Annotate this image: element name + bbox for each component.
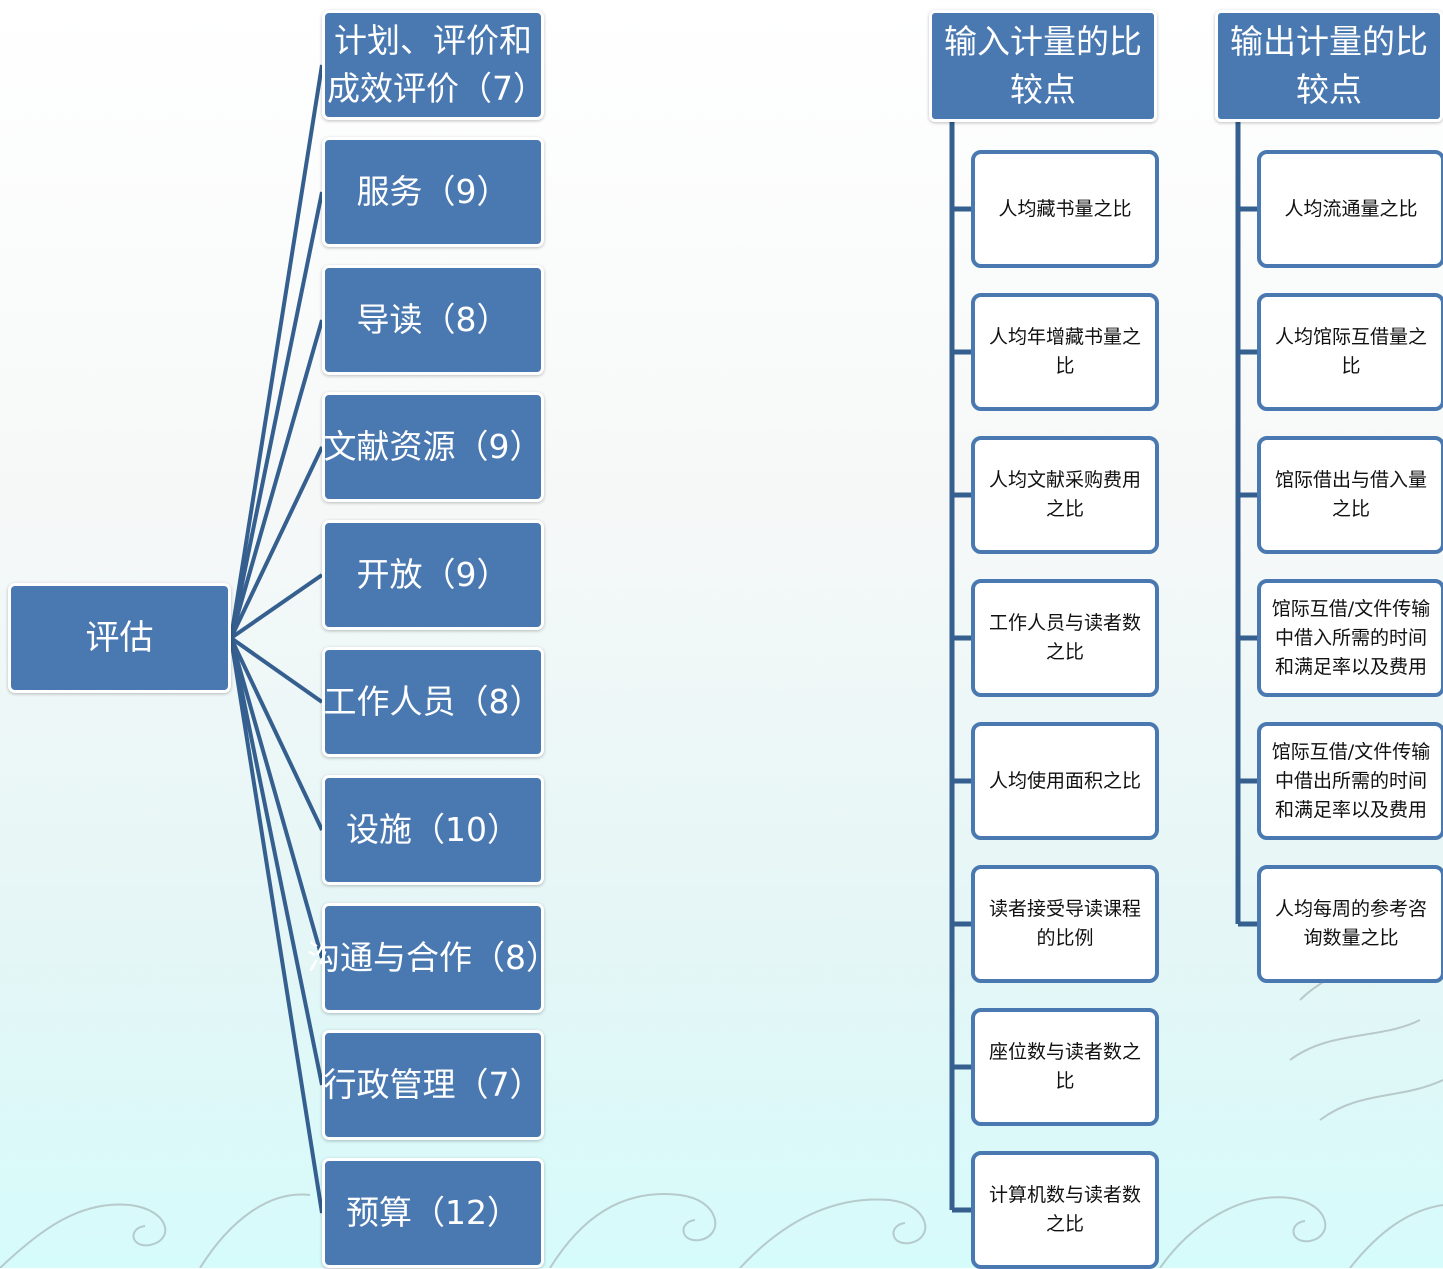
input-item: 人均年增藏书量之比: [971, 293, 1159, 411]
branch-planning-evaluation: 计划、评价和成效评价（7）: [322, 10, 546, 120]
output-item: 人均每周的参考咨询数量之比: [1257, 865, 1443, 983]
branch-administration: 行政管理（7）: [322, 1030, 544, 1140]
branch-label: 预算（12）: [346, 1193, 520, 1232]
branch-label: 服务（9）: [356, 172, 510, 211]
root-branch-connector: [229, 637, 324, 1086]
input-item: 计算机数与读者数之比: [971, 1151, 1159, 1269]
branch-literature-resources: 文献资源（9）: [322, 392, 544, 502]
branch-label: 行政管理（7）: [323, 1065, 543, 1104]
branch-label: 开放（9）: [356, 555, 510, 594]
branch-staff: 工作人员（8）: [322, 647, 544, 757]
input-comparison-title: 输入计量的比较点: [944, 22, 1142, 109]
root-node-evaluation: 评估: [8, 583, 231, 693]
branch-facilities: 设施（10）: [322, 775, 544, 885]
output-item: 馆际借出与借入量之比: [1257, 436, 1443, 554]
root-branch-connector: [229, 573, 324, 640]
output-item: 人均流通量之比: [1257, 150, 1443, 268]
branch-opening: 开放（9）: [322, 520, 544, 630]
branch-label: 计划、评价和成效评价（7）: [327, 21, 546, 108]
branch-budget: 预算（12）: [322, 1158, 544, 1268]
output-comparison-title: 输出计量的比较点: [1230, 22, 1428, 109]
output-item: 人均馆际互借量之比: [1257, 293, 1443, 411]
input-item: 人均藏书量之比: [971, 150, 1159, 268]
output-item: 馆际互借/文件传输中借出所需的时间和满足率以及费用: [1257, 722, 1443, 840]
input-item: 工作人员与读者数之比: [971, 579, 1159, 697]
root-branch-connector: [229, 319, 324, 639]
root-branch-connector: [229, 637, 324, 831]
branch-services: 服务（9）: [322, 137, 544, 247]
input-item: 读者接受导读课程的比例: [971, 865, 1159, 983]
root-branch-connector: [229, 446, 324, 639]
output-comparison-header: 输出计量的比较点: [1215, 10, 1443, 122]
input-item: 人均使用面积之比: [971, 722, 1159, 840]
input-item: 座位数与读者数之比: [971, 1008, 1159, 1126]
branch-label: 导读（8）: [356, 300, 510, 339]
root-branch-connector: [229, 637, 324, 959]
branch-communication-cooperation: 沟通与合作（8）: [307, 903, 559, 1013]
branch-label: 设施（10）: [346, 810, 520, 849]
output-item: 馆际互借/文件传输中借入所需的时间和满足率以及费用: [1257, 579, 1443, 697]
branch-label: 工作人员（8）: [323, 682, 543, 721]
input-comparison-header: 输入计量的比较点: [929, 10, 1157, 122]
root-branch-connector: [229, 191, 324, 639]
root-branch-connector: [229, 636, 324, 704]
branch-label: 文献资源（9）: [323, 427, 543, 466]
root-label: 评估: [85, 618, 154, 658]
branch-reading-guidance: 导读（8）: [322, 265, 544, 375]
branch-label: 沟通与合作（8）: [307, 938, 559, 977]
root-branch-connector: [229, 64, 324, 639]
input-item: 人均文献采购费用之比: [971, 436, 1159, 554]
root-branch-connector: [229, 637, 324, 1214]
